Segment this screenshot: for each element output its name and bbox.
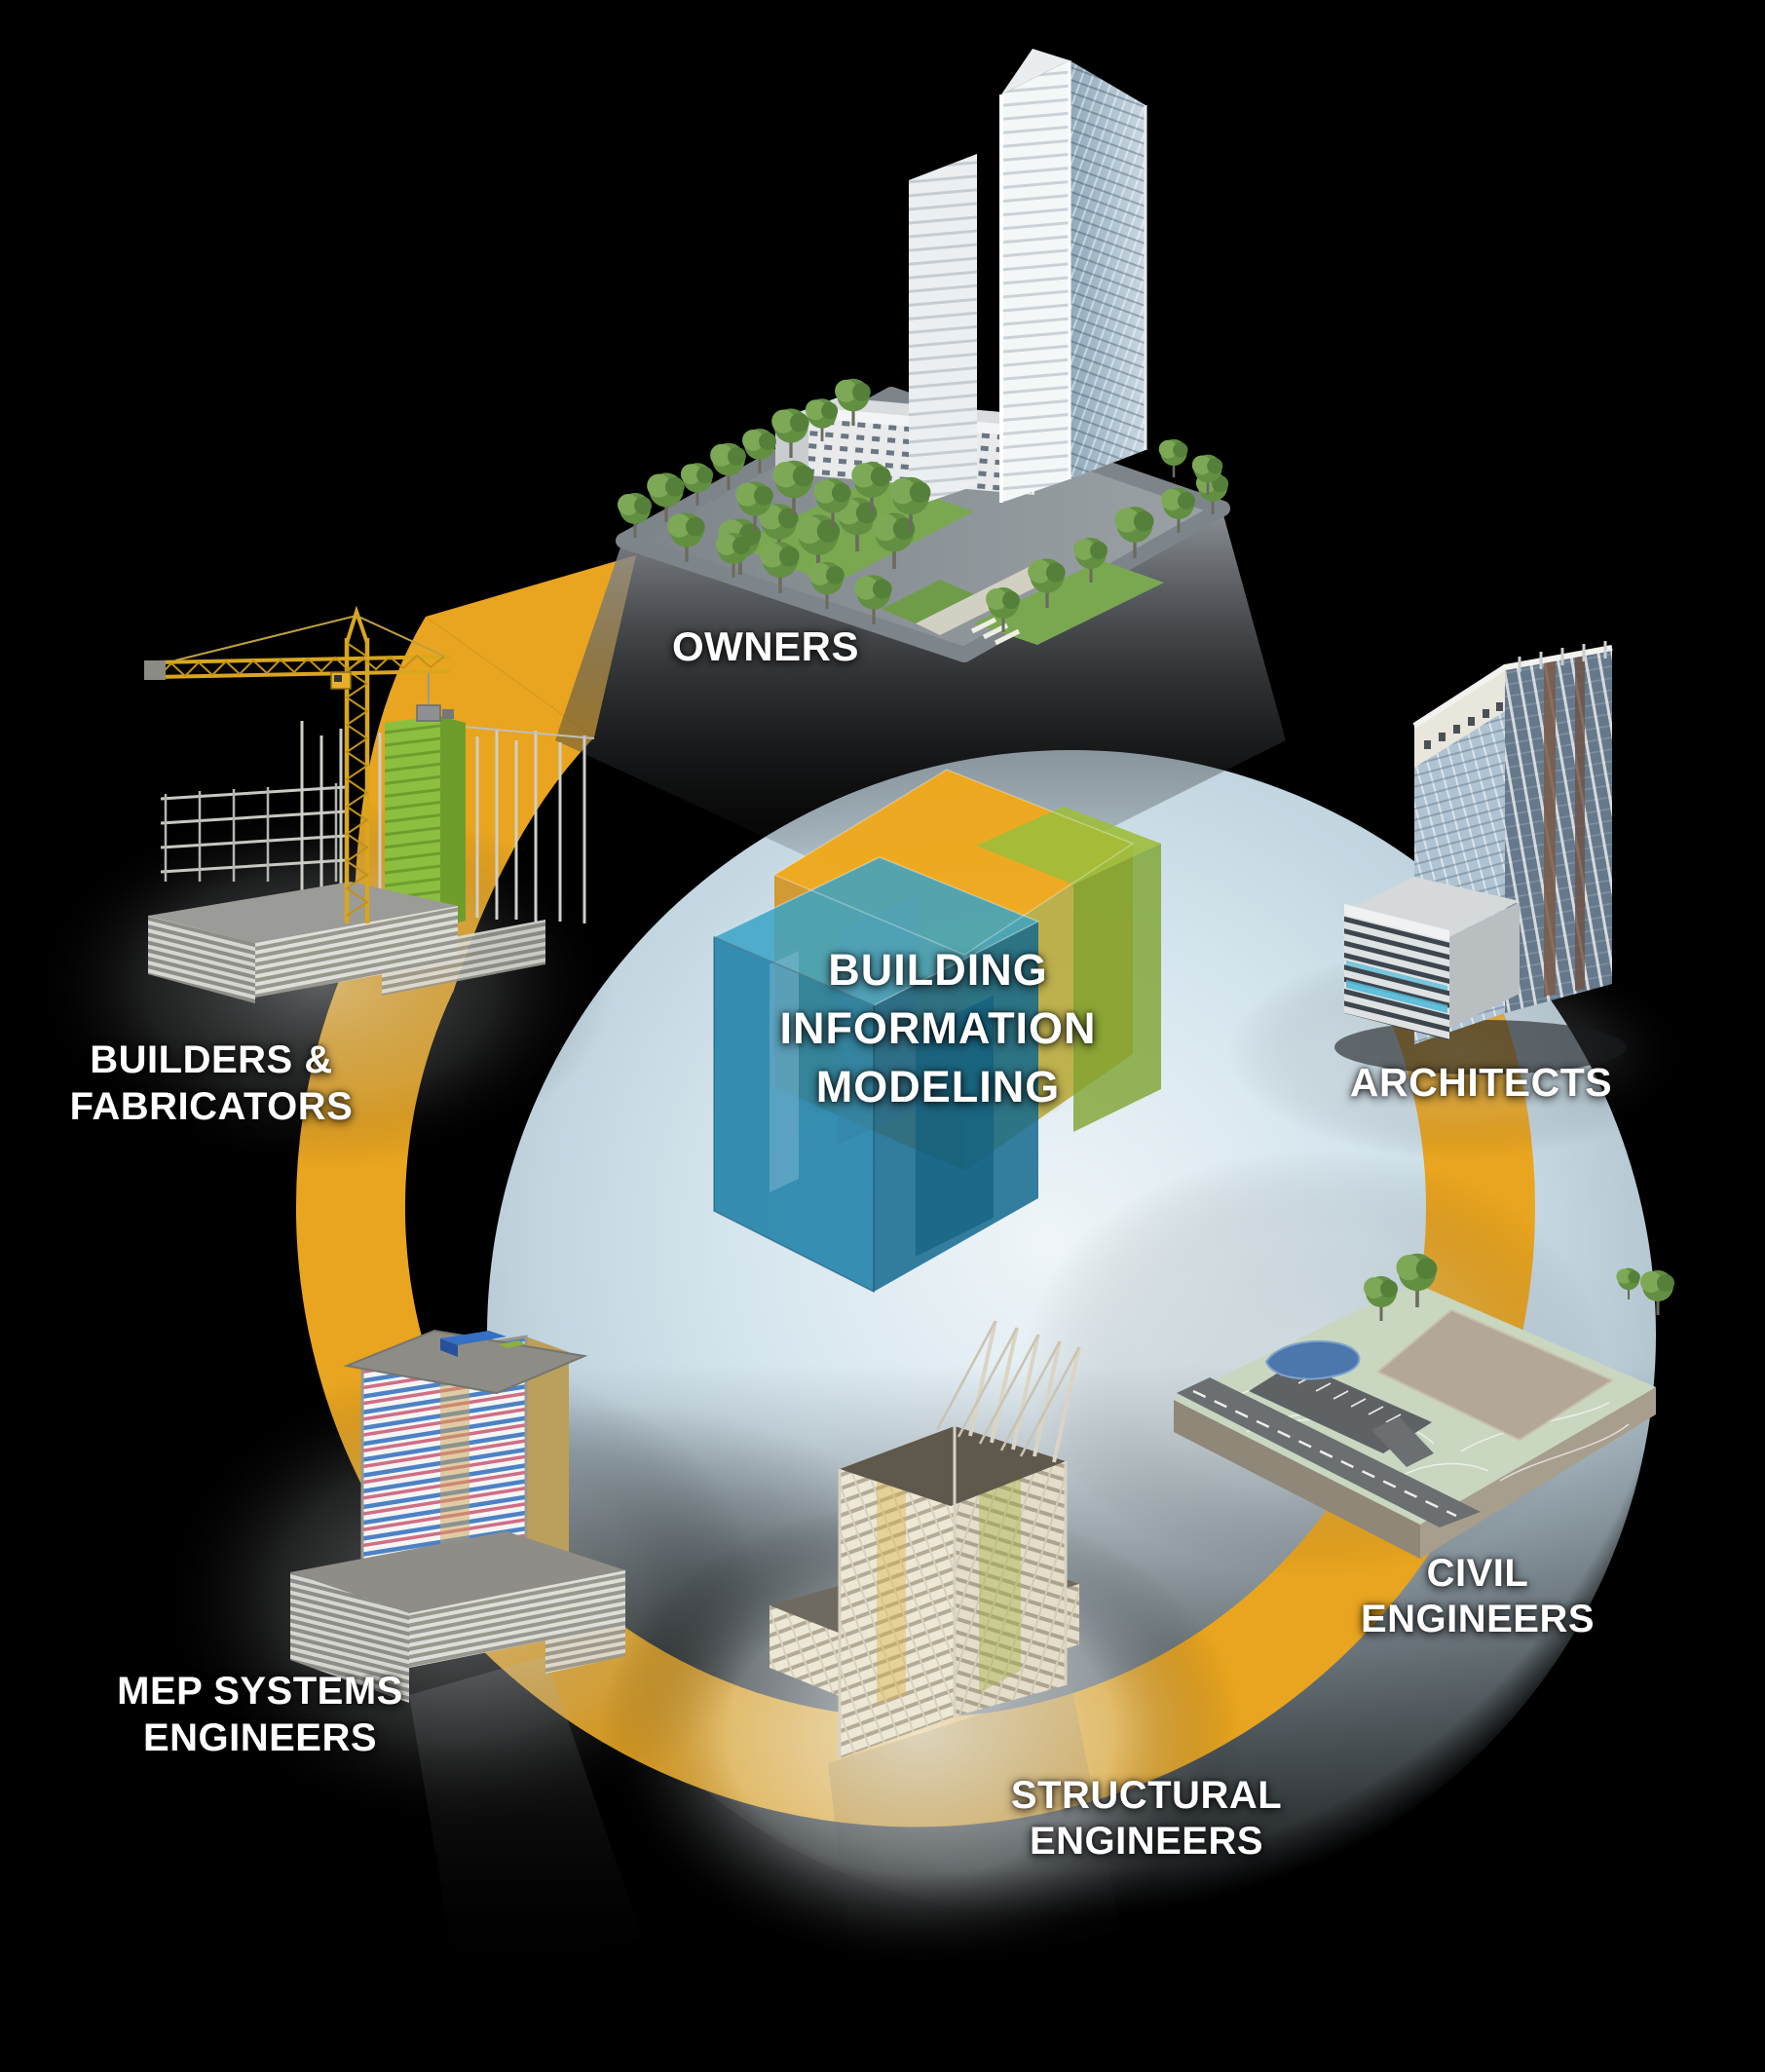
label-architects: ARCHITECTS: [1333, 1060, 1630, 1106]
label-architects-text: ARCHITECTS: [1349, 1060, 1613, 1105]
label-structural-engineers: STRUCTURAL ENGINEERS: [992, 1773, 1301, 1865]
label-civil-line1: CIVIL: [1426, 1552, 1529, 1595]
label-mep-line1: MEP SYSTEMS: [117, 1670, 403, 1713]
label-civil-engineers: CIVIL ENGINEERS: [1332, 1551, 1624, 1642]
bim-model-cubes: [712, 769, 1161, 1294]
label-structural-line1: STRUCTURAL: [1010, 1774, 1283, 1817]
civil-site-plan-illustration: [1174, 1252, 1676, 1559]
label-builders-line1: BUILDERS &: [90, 1038, 333, 1081]
label-civil-line2: ENGINEERS: [1360, 1598, 1596, 1640]
label-owners: OWNERS: [658, 623, 873, 670]
label-center-line2: INFORMATION: [779, 1003, 1097, 1053]
label-mep-systems-engineers: MEP SYSTEMS ENGINEERS: [90, 1668, 431, 1761]
label-center-line1: BUILDING: [828, 945, 1048, 995]
owners-building-illustration: [616, 49, 1230, 662]
label-building-information-modeling: BUILDING INFORMATION MODELING: [743, 941, 1133, 1116]
mep-building-illustration: [290, 1329, 625, 1703]
structural-building-illustration: [770, 1320, 1081, 1758]
label-center-line3: MODELING: [815, 1062, 1061, 1111]
architects-building-illustration: [1334, 641, 1627, 1074]
label-mep-line2: ENGINEERS: [142, 1716, 378, 1759]
label-builders-fabricators: BUILDERS & FABRICATORS: [61, 1036, 361, 1130]
label-owners-text: OWNERS: [672, 623, 859, 669]
tower-crane: [144, 605, 454, 923]
label-structural-line2: ENGINEERS: [1029, 1820, 1264, 1863]
builders-construction-illustration: [144, 605, 595, 1003]
label-builders-line2: FABRICATORS: [69, 1085, 354, 1128]
